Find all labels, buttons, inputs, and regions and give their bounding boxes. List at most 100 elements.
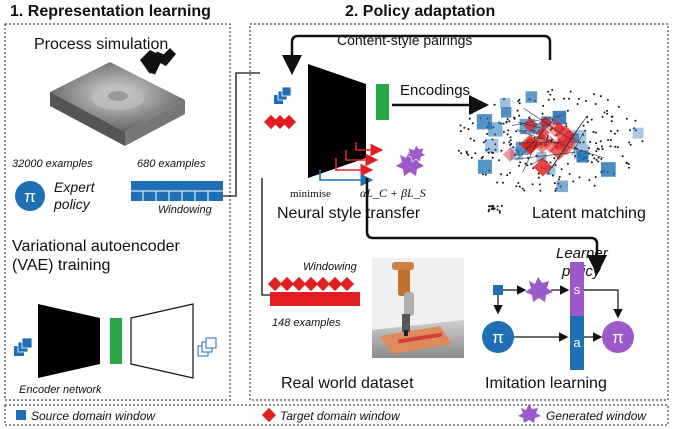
latent-point bbox=[607, 139, 610, 141]
il-learner-pi-symbol: π bbox=[612, 328, 624, 347]
latent-point bbox=[508, 141, 511, 144]
latent-point bbox=[547, 172, 550, 175]
latent-source-marker bbox=[501, 107, 512, 118]
latent-point bbox=[519, 161, 522, 164]
encodings-label: Encodings bbox=[400, 82, 470, 99]
latent-point bbox=[599, 140, 602, 143]
latent-point bbox=[468, 117, 471, 120]
latent-point bbox=[467, 153, 470, 156]
latent-point bbox=[459, 124, 462, 127]
latent-source-marker bbox=[556, 180, 568, 193]
latent-point bbox=[551, 174, 554, 177]
latent-point bbox=[625, 117, 628, 120]
vae-encoder-trapezoid bbox=[38, 304, 100, 378]
latent-point bbox=[594, 176, 597, 178]
latent-point bbox=[542, 104, 545, 107]
latent-point bbox=[512, 146, 515, 149]
latent-point bbox=[518, 102, 521, 105]
latent-point bbox=[460, 152, 463, 155]
robot-photo-image bbox=[372, 258, 464, 358]
latent-point bbox=[497, 159, 500, 162]
latent-point bbox=[609, 139, 612, 141]
latent-point bbox=[502, 131, 505, 134]
latent-point bbox=[526, 164, 529, 167]
latent-matching-line bbox=[518, 121, 540, 129]
il-learner-pi-icon bbox=[602, 321, 634, 353]
latent-point bbox=[563, 97, 566, 100]
latent-point bbox=[600, 157, 603, 160]
latent-point bbox=[537, 172, 540, 175]
latent-point bbox=[480, 157, 483, 160]
strip-connector-line bbox=[223, 72, 260, 197]
latent-point bbox=[590, 118, 593, 121]
latent-point bbox=[596, 147, 599, 150]
latent-point bbox=[513, 153, 516, 156]
latent-point bbox=[606, 99, 609, 101]
latent-point bbox=[484, 173, 487, 176]
latent-point bbox=[500, 204, 503, 207]
vae-decoder-trapezoid bbox=[130, 303, 194, 379]
latent-point bbox=[509, 139, 512, 142]
latent-point bbox=[628, 141, 631, 144]
latent-matching-line bbox=[522, 123, 546, 173]
latent-point bbox=[528, 116, 531, 119]
latent-target-marker bbox=[502, 147, 518, 162]
latent-point bbox=[617, 105, 620, 108]
latent-point bbox=[603, 111, 606, 114]
encoding-bar bbox=[376, 84, 389, 120]
latent-point bbox=[587, 147, 590, 150]
latent-point bbox=[610, 120, 613, 123]
latent-point bbox=[582, 141, 585, 144]
latent-point bbox=[494, 143, 497, 146]
latent-point bbox=[465, 150, 468, 153]
vae-latent-bar bbox=[110, 318, 122, 364]
vae-output-stack-icon bbox=[197, 337, 217, 357]
latent-point bbox=[595, 158, 598, 161]
latent-point bbox=[553, 98, 556, 101]
latent-point bbox=[537, 176, 540, 179]
legend-generated-label: Generated window bbox=[546, 409, 647, 423]
latent-point bbox=[469, 137, 472, 140]
latent-matching-scatter bbox=[457, 88, 644, 214]
legend-source-icon bbox=[16, 410, 26, 420]
il-state-label: s bbox=[574, 282, 581, 297]
il-s-to-learner-arrow bbox=[584, 289, 623, 319]
latent-source-marker bbox=[536, 151, 547, 162]
process-simulation-label: Process simulation bbox=[34, 36, 168, 53]
latent-point bbox=[600, 145, 603, 148]
latent-point bbox=[584, 129, 587, 132]
latent-point bbox=[579, 141, 582, 144]
latent-point bbox=[606, 109, 608, 112]
windowing-label-left: Windowing bbox=[158, 204, 213, 216]
latent-point bbox=[518, 98, 521, 101]
latent-point bbox=[463, 126, 466, 129]
loss-formula: αL_C + βL_S bbox=[360, 186, 426, 200]
vae-illustration bbox=[14, 303, 217, 379]
latent-point bbox=[509, 171, 511, 174]
latent-point bbox=[530, 163, 533, 165]
latent-point bbox=[539, 189, 542, 192]
legend-source-label: Source domain window bbox=[31, 409, 156, 423]
latent-point bbox=[467, 128, 470, 131]
il-action-bar bbox=[570, 316, 584, 370]
latent-point bbox=[491, 138, 494, 141]
expert-pi-symbol: π bbox=[24, 187, 36, 206]
latent-point bbox=[532, 167, 535, 170]
latent-point bbox=[557, 178, 560, 181]
latent-point bbox=[594, 103, 597, 105]
latent-point bbox=[457, 149, 460, 152]
il-generated-window-icon bbox=[525, 277, 553, 302]
latent-point bbox=[471, 122, 474, 125]
latent-point bbox=[500, 149, 503, 152]
vae-title-line1: Variational autoencoder bbox=[12, 238, 180, 255]
latent-point bbox=[549, 128, 552, 131]
latent-point bbox=[560, 168, 563, 171]
neural-style-transfer-label: Neural style transfer bbox=[277, 205, 421, 222]
latent-point bbox=[572, 180, 575, 183]
windowing-label-right: Windowing bbox=[303, 261, 358, 273]
latent-point bbox=[488, 205, 490, 208]
latent-point bbox=[506, 174, 509, 177]
latent-point bbox=[595, 142, 598, 145]
latent-source-marker bbox=[484, 138, 499, 153]
